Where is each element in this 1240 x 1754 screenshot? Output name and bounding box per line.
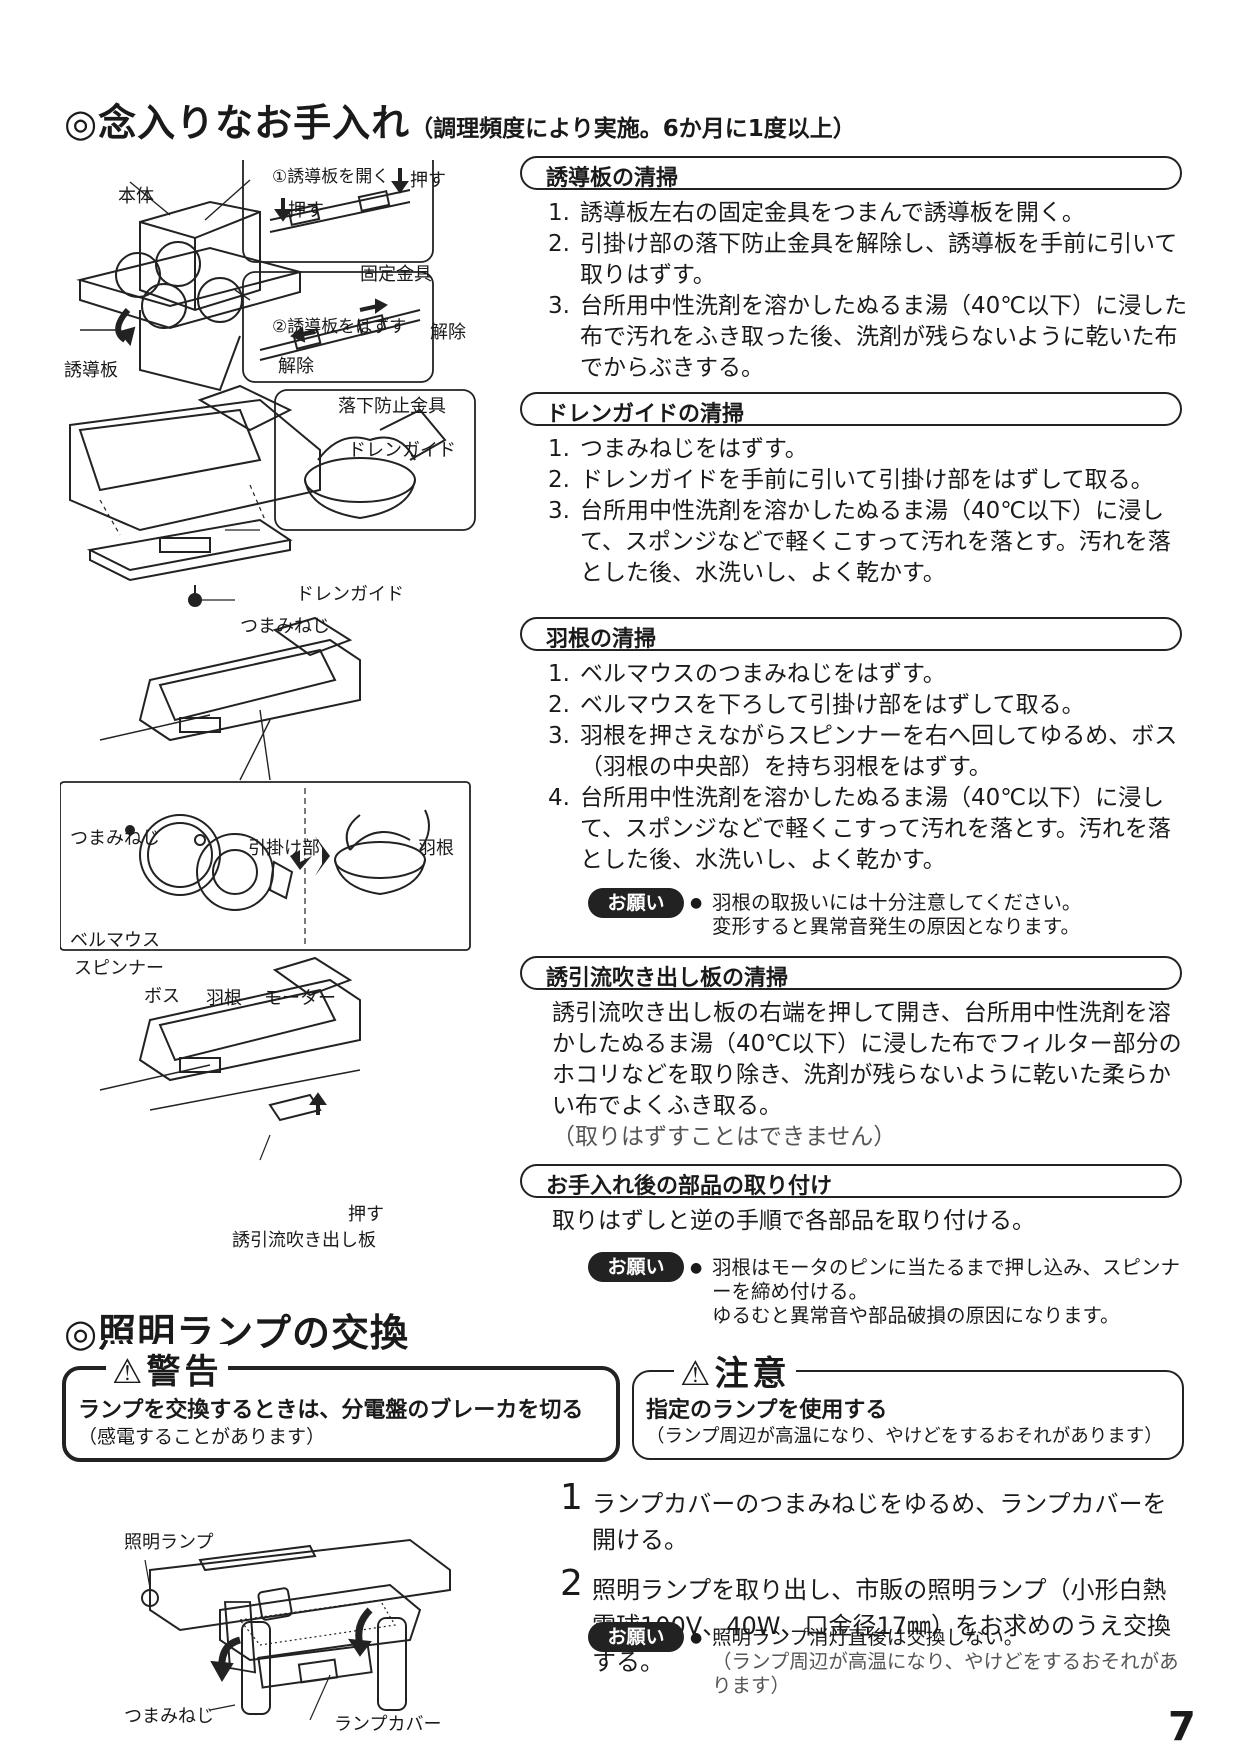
request-note-hane: 羽根の取扱いには十分注意してください。 変形すると異常音発生の原因となります。 (690, 891, 1170, 939)
section-header-yudoban: 誘導板の清掃 (520, 156, 1182, 191)
label-fukidashi: 誘引流吹き出し板 (232, 1230, 376, 1251)
warning-icon: ⚠ (112, 1352, 147, 1392)
label-boss: ボス (144, 986, 180, 1007)
section-header-toritsuke: お手入れ後の部品の取り付け (520, 1164, 1182, 1199)
request-badge: お願い (588, 888, 684, 918)
care-section-title: ◎念入りなお手入れ（調理頻度により実施。6か月に1度以上） (64, 101, 856, 145)
fukidashi-note: （取りはずすことはできません） (552, 1124, 897, 1150)
fan-figure (60, 616, 471, 951)
caution-title: ⚠注意 (674, 1346, 797, 1395)
label-yudoban: 誘導板 (64, 360, 118, 381)
label-lamp: 照明ランプ (124, 1532, 214, 1553)
step-item: 4.台所用中性洗剤を溶かしたぬるま湯（40℃以下）に浸して、スポンジなどで軽くこ… (548, 785, 1171, 873)
step-item: 2.ベルマウスを下ろして引掛け部をはずして取る。 (548, 692, 1085, 718)
fukidashi-body: 誘引流吹き出し板の右端を押して開き、台所用中性洗剤を溶かしたぬるま湯（40℃以下… (552, 1000, 1182, 1119)
caution-icon: ⚠ (680, 1354, 715, 1394)
label-hane: 羽根 (206, 988, 242, 1009)
caution-box: ⚠注意 指定のランプを使用する （ランプ周辺が高温になり、やけどをするおそれがあ… (632, 1346, 1184, 1460)
request-note-lamp: 照明ランプ消灯直後は交換しない。 （ランプ周辺が高温になり、やけどをするおそれが… (690, 1626, 1190, 1698)
label-osu-left: 押す (288, 200, 324, 221)
label-spinner: スピンナー (74, 958, 164, 979)
label-step1: ①誘導板を開く (272, 167, 390, 187)
warning-box: ⚠警告 ランプを交換するときは、分電盤のブレーカを切る （感電することがあります… (62, 1344, 620, 1462)
label-tsumami-drain: つまみねじ (240, 616, 330, 637)
step-item: 2.引掛け部の落下防止金具を解除し、誘導板を手前に引いて取りはずす。 (548, 231, 1178, 288)
warning-main: ランプを交換するときは、分電盤のブレーカを切る (78, 1398, 584, 1423)
page-number: 7 (1168, 1704, 1196, 1750)
steps-yudoban: 1.誘導板左右の固定金具をつまんで誘導板を開く。 2.引掛け部の落下防止金具を解… (548, 198, 1188, 384)
fukidashi-figure (99, 956, 361, 1161)
steps-drain: 1.つまみねじをはずす。 2.ドレンガイドを手前に引いて引掛け部をはずして取る。… (548, 434, 1188, 589)
request-note-toritsuke: 羽根はモータのピンに当たるまで押し込み、スピンナーを締め付ける。 ゆるむと異常音… (690, 1256, 1190, 1328)
label-osu: 押す (410, 170, 446, 191)
label-bellmouth: ベルマウス (70, 930, 160, 951)
label-tsumami-lamp: つまみねじ (124, 1706, 214, 1727)
request-badge: お願い (588, 1622, 684, 1652)
warning-sub: （感電することがあります） (78, 1426, 326, 1448)
warning-title: ⚠警告 (106, 1344, 229, 1393)
caution-main: 指定のランプを使用する (646, 1398, 888, 1423)
step-item: 1.ベルマウスのつまみねじをはずす。 (548, 661, 946, 687)
lamp-illustration (141, 1538, 451, 1720)
step-item: 3.台所用中性洗剤を溶かしたぬるま湯（40℃以下）に浸して、スポンジなどで軽くこ… (548, 498, 1171, 586)
label-kotei: 固定金具 (360, 264, 432, 285)
label-rakka: 落下防止金具 (338, 396, 446, 417)
request-badge: お願い (588, 1252, 684, 1282)
label-motor: モーター (264, 988, 336, 1009)
label-kaijo: 解除 (430, 322, 466, 343)
step-item: 3.羽根を押さえながらスピンナーを右へ回してゆるめ、ボス（羽根の中央部）を持ち羽… (548, 723, 1178, 780)
label-cover: ランプカバー (334, 1714, 442, 1735)
section-header-hane: 羽根の清掃 (520, 617, 1182, 652)
section-header-fukidashi: 誘引流吹き出し板の清掃 (520, 956, 1182, 991)
label-drain-inset: ドレンガイド (348, 440, 456, 461)
label-hane-inset: 羽根 (418, 838, 454, 859)
steps-hane: 1.ベルマウスのつまみねじをはずす。 2.ベルマウスを下ろして引掛け部をはずして… (548, 659, 1188, 876)
step-item: 1.誘導板左右の固定金具をつまんで誘導板を開く。 (548, 200, 1085, 226)
label-osu-fukidashi: 押す (348, 1204, 384, 1225)
label-drain: ドレンガイド (296, 584, 404, 605)
toritsuke-body: 取りはずしと逆の手順で各部品を取り付ける。 (552, 1208, 1035, 1234)
drain-guide-figure (69, 384, 476, 607)
step-item: 2.ドレンガイドを手前に引いて引掛け部をはずして取る。 (548, 467, 1154, 493)
label-kaijo-left: 解除 (278, 356, 314, 377)
label-tsumami-fan: つまみねじ (70, 828, 160, 849)
label-step2: ②誘導板をはずす (272, 317, 407, 337)
care-illustrations (60, 160, 476, 1161)
section-header-drain: ドレンガイドの清掃 (520, 392, 1182, 427)
step-item: 3.台所用中性洗剤を溶かしたぬるま湯（40℃以下）に浸した布で汚れをふき取った後… (548, 293, 1188, 381)
caution-sub: （ランプ周辺が高温になり、やけどをするおそれがあります） (646, 1426, 1163, 1447)
label-hikkake: 引掛け部 (248, 838, 320, 859)
step-item: 1.つまみねじをはずす。 (548, 436, 808, 462)
label-hontai: 本体 (118, 186, 154, 207)
care-section-subtitle: （調理頻度により実施。6か月に1度以上） (410, 116, 856, 142)
